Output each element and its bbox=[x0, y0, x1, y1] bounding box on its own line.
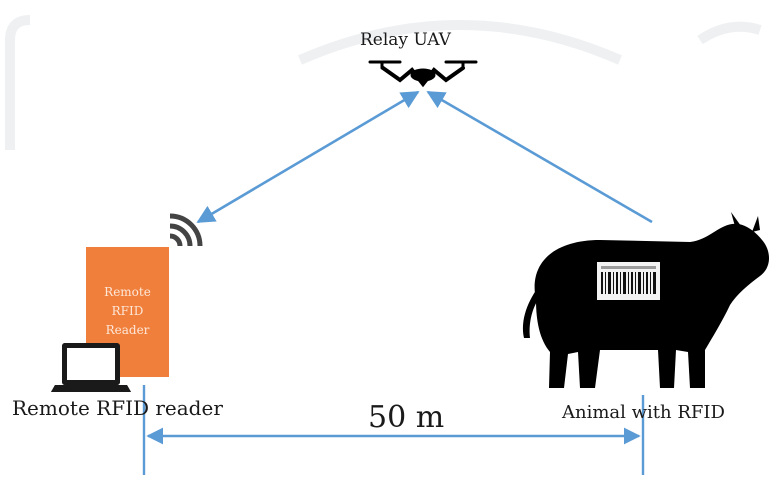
cow-silhouette bbox=[522, 212, 770, 388]
arrow-uav-to-reader bbox=[196, 90, 420, 224]
wifi-signal-icon bbox=[169, 213, 203, 247]
distance-label: 50 m bbox=[368, 400, 445, 435]
arrow-animal-to-uav bbox=[426, 90, 653, 224]
background-watermark bbox=[5, 15, 762, 150]
uav-label: Relay UAV bbox=[360, 30, 451, 50]
animal-caption: Animal with RFID bbox=[562, 402, 725, 423]
barcode-tag-icon bbox=[597, 262, 660, 300]
distance-dimension bbox=[142, 385, 645, 475]
rfid-reader-box-label: Remote RFID Reader bbox=[104, 285, 151, 337]
reader-caption: Remote RFID reader bbox=[12, 396, 223, 420]
laptop-icon-front bbox=[51, 343, 131, 392]
drone-icon bbox=[368, 60, 478, 88]
